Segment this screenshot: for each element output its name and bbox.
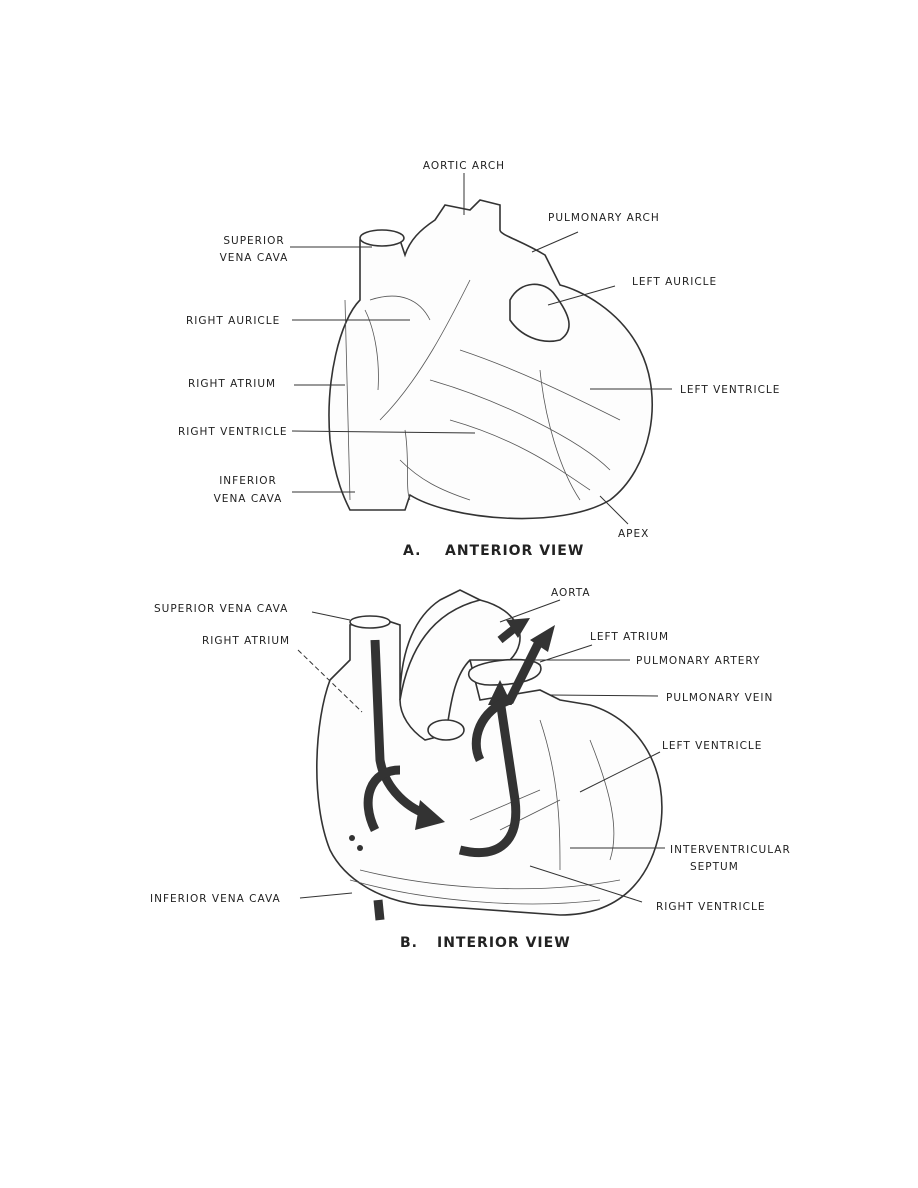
leader-line: [599, 495, 629, 525]
label-superior-vena-cava-line1: SUPERIOR: [223, 235, 284, 247]
leader-line: [547, 285, 616, 306]
leader-line: [531, 231, 579, 253]
interior-heart-drawing: [316, 589, 663, 921]
label-right-ventricle: RIGHT VENTRICLE: [178, 426, 287, 438]
leader-line: [299, 892, 353, 899]
label-apex: APEX: [618, 528, 649, 540]
label-left-ventricle: LEFT VENTRICLE: [662, 740, 762, 752]
label-left-atrium: LEFT ATRIUM: [590, 631, 669, 643]
label-pulmonary-artery: PULMONARY ARTERY: [636, 655, 760, 667]
label-left-auricle: LEFT AURICLE: [632, 276, 717, 288]
leader-line: [539, 644, 593, 663]
leader-line: [311, 611, 351, 621]
label-right-auricle: RIGHT AURICLE: [186, 315, 280, 327]
label-pulmonary-arch: PULMONARY ARCH: [548, 212, 660, 224]
leader-line: [549, 694, 659, 697]
leader-line: [529, 865, 643, 903]
label-left-ventricle: LEFT VENTRICLE: [680, 384, 780, 396]
label-superior-vena-cava: SUPERIOR VENA CAVA: [154, 603, 288, 615]
label-inferior-vena-cava-line1: INFERIOR: [219, 475, 277, 487]
leader-line: [499, 599, 561, 623]
label-superior-vena-cava-line2: VENA CAVA: [220, 252, 289, 264]
label-inferior-vena-cava: INFERIOR VENA CAVA: [150, 893, 281, 905]
label-right-atrium: RIGHT ATRIUM: [188, 378, 276, 390]
label-interventricular-septum-line2: SEPTUM: [690, 861, 739, 873]
label-right-atrium: RIGHT ATRIUM: [202, 635, 290, 647]
leader-line: [579, 751, 661, 793]
caption-letter-a: A.: [403, 543, 421, 559]
label-aorta: AORTA: [551, 587, 591, 599]
label-aortic-arch: AORTIC ARCH: [423, 160, 505, 172]
anterior-heart-drawing: [328, 199, 653, 520]
caption-interior-view: INTERIOR VIEW: [437, 935, 571, 951]
label-inferior-vena-cava-line2: VENA CAVA: [214, 493, 283, 505]
caption-letter-b: B.: [400, 935, 418, 951]
label-right-ventricle: RIGHT VENTRICLE: [656, 901, 765, 913]
caption-anterior-view: ANTERIOR VIEW: [445, 543, 584, 559]
leader-line: [291, 430, 476, 434]
label-interventricular-septum-line1: INTERVENTRICULAR: [670, 844, 791, 856]
label-pulmonary-vein: PULMONARY VEIN: [666, 692, 773, 704]
leader-line: [297, 649, 363, 713]
